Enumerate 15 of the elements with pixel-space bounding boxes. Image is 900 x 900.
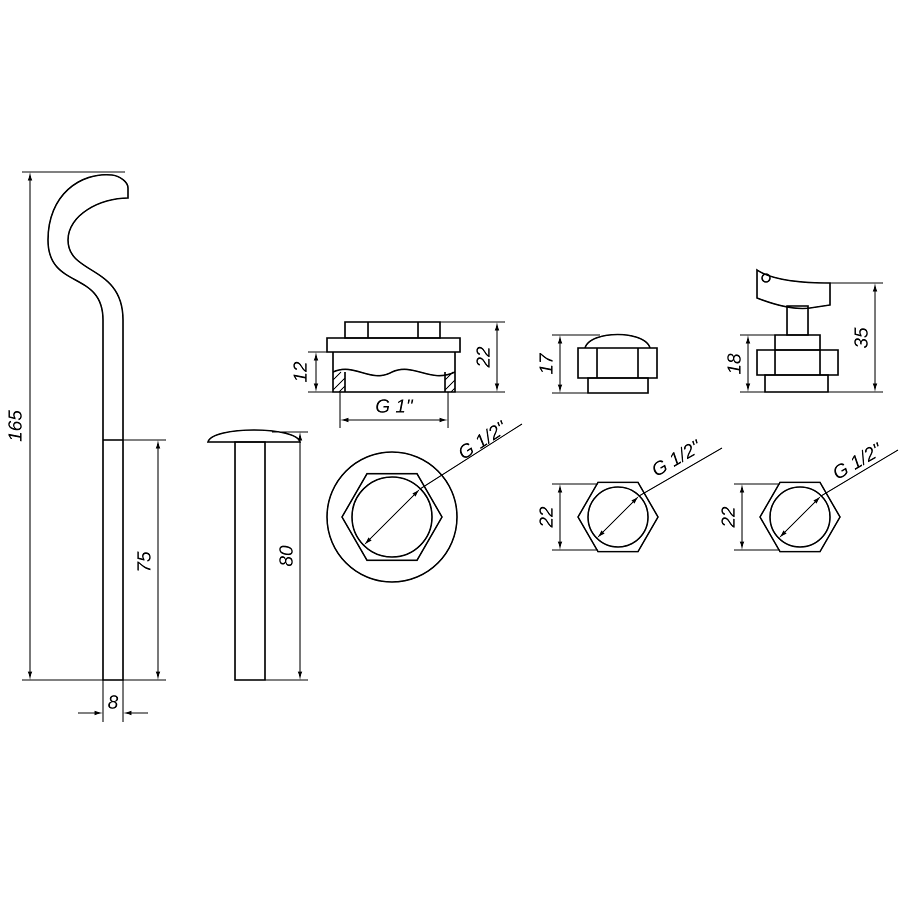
thread-label: G 1/2": [834, 442, 879, 478]
thread-label: G 1": [376, 399, 414, 413]
dimension-label: 80: [279, 546, 293, 566]
dimension-label: 75: [137, 551, 151, 571]
dimension-label: 17: [539, 352, 553, 374]
dimension-label: 22: [476, 346, 490, 368]
dimension-label: 165: [8, 410, 22, 442]
dimension-label: 12: [293, 362, 307, 382]
dimension-label: 35: [854, 327, 868, 348]
thread-label: G 1/2": [653, 438, 698, 476]
dimension-label: 22: [539, 506, 553, 528]
dimension-label: 8: [108, 695, 118, 709]
dimension-label: 18: [727, 354, 741, 374]
dimension-label: 22: [721, 506, 735, 528]
thread-label: G 1/2": [460, 420, 503, 458]
